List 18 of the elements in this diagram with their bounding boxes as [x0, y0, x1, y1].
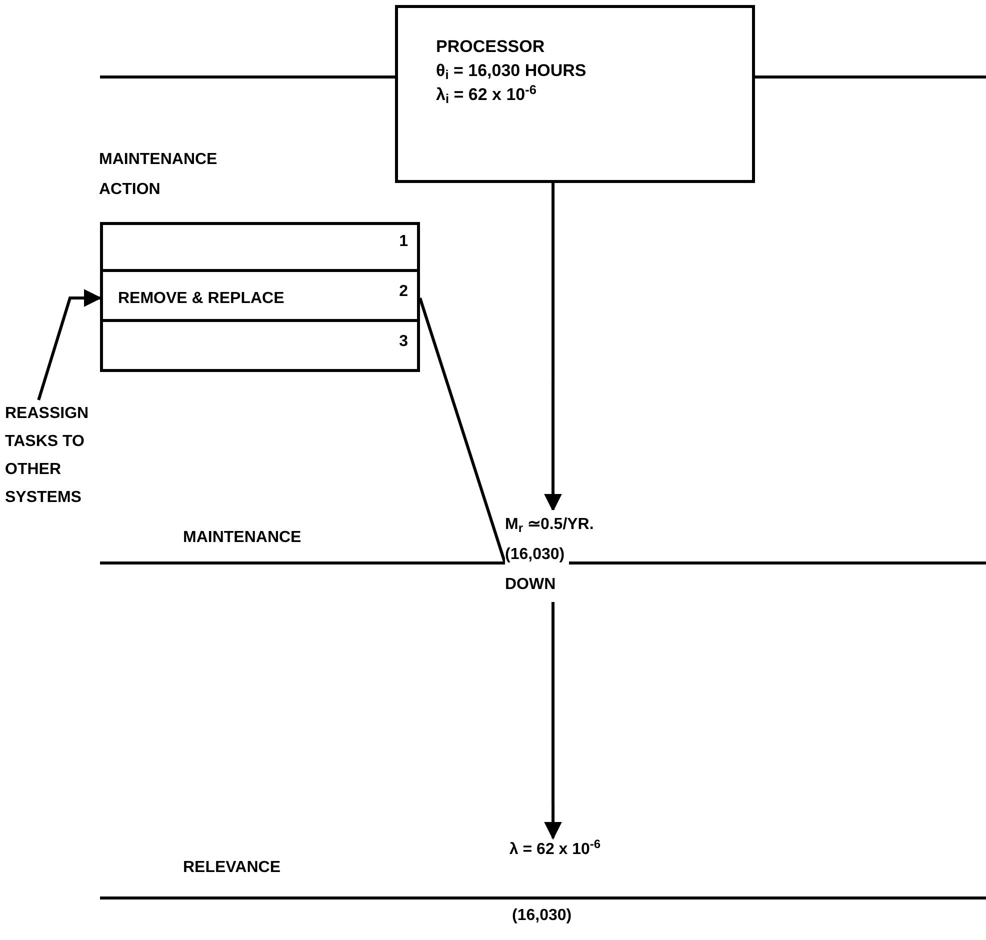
- arrow: [544, 183, 562, 512]
- formula-text: λ$_{i}$ = 62 x 10$^{-6}$: [436, 84, 538, 106]
- table-heading: MAINTENANCE ACTION: [99, 150, 218, 200]
- box-title: PROCESSOR: [436, 36, 546, 58]
- arrow: [544, 602, 562, 840]
- formula-text: λ = 62 x 10$^{-6}$: [509, 838, 601, 860]
- level-label: (16,030): [512, 906, 572, 926]
- row-text: REMOVE & REPLACE: [118, 289, 284, 309]
- level-label: MAINTENANCE: [183, 528, 302, 548]
- row-number: 1: [399, 232, 408, 252]
- connector-line: [418, 298, 506, 564]
- process-box: [395, 5, 755, 183]
- arrow: [37, 289, 102, 400]
- formula-text: θ$_{i}$ = 16,030 HOURS: [436, 60, 588, 82]
- note-text: REASSIGN TASKS TO OTHER SYSTEMS: [5, 404, 90, 508]
- level-label: RELEVANCE: [183, 858, 280, 878]
- row-number: 3: [399, 332, 408, 352]
- row-number: 2: [399, 282, 408, 302]
